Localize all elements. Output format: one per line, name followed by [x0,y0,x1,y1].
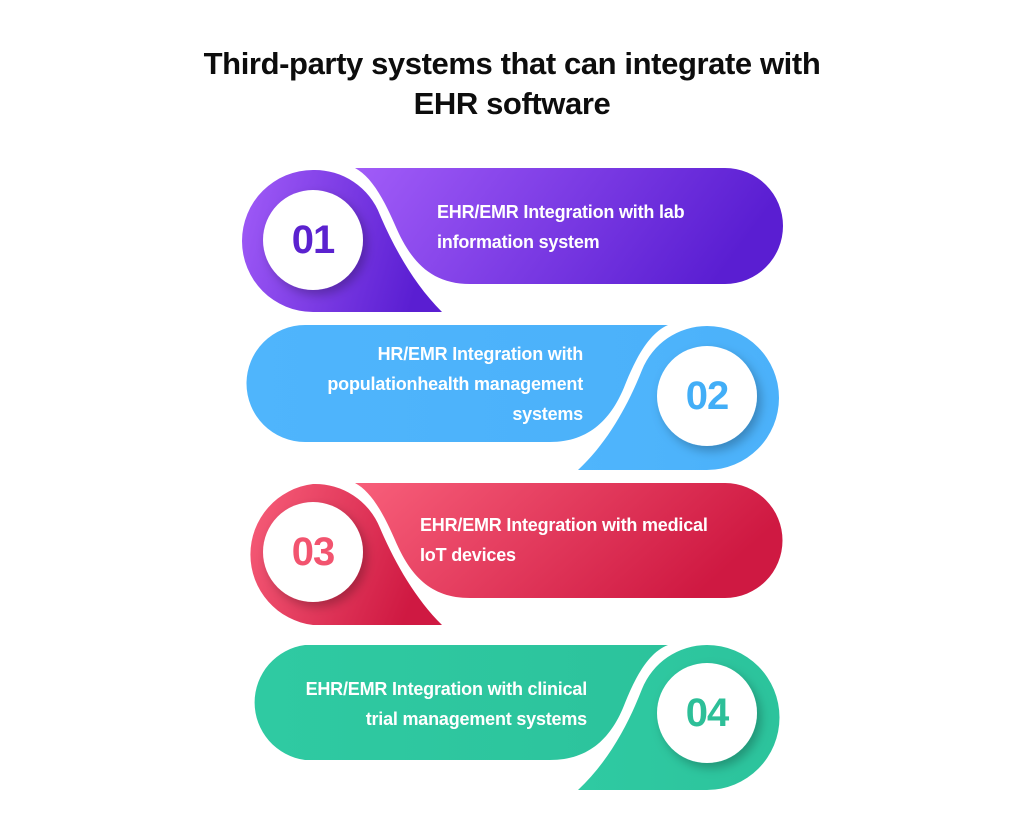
item-01-text-line-2: information system [437,232,600,252]
item-03-text-line-1: EHR/EMR Integration with medical [420,515,708,535]
item-04-number: 04 [685,691,730,735]
item-04-shape [254,645,780,790]
item-02-text-line-1: HR/EMR Integration with [377,344,584,364]
item-02-text-line-3: systems [512,404,583,424]
item-02-number: 02 [685,374,730,418]
item-01-shape [242,168,783,312]
item-03-shape [250,483,783,625]
item-04-text-line-1: EHR/EMR Integration with clinical [305,679,588,699]
item-04-text-line-2: trial management systems [365,709,588,729]
item-01-number: 01 [291,218,336,262]
item-02-text: HR/EMR Integration with populationhealth… [270,339,583,429]
item-03-number: 03 [291,530,336,574]
item-04-text: EHR/EMR Integration with clinical trial … [250,674,588,734]
item-03-text-line-2: IoT devices [420,545,516,565]
item-03-text: EHR/EMR Integration with medical IoT dev… [420,510,708,570]
item-02-shape [246,325,779,470]
page-title: Third-party systems that can integrate w… [0,44,1024,124]
title-line-1: Third-party systems that can integrate w… [203,46,821,81]
title-line-2: EHR software [413,86,611,121]
item-01-text: EHR/EMR Integration with lab information… [437,197,685,257]
item-02-text-line-2: populationhealth management [327,374,583,394]
item-01-text-line-1: EHR/EMR Integration with lab [437,202,685,222]
